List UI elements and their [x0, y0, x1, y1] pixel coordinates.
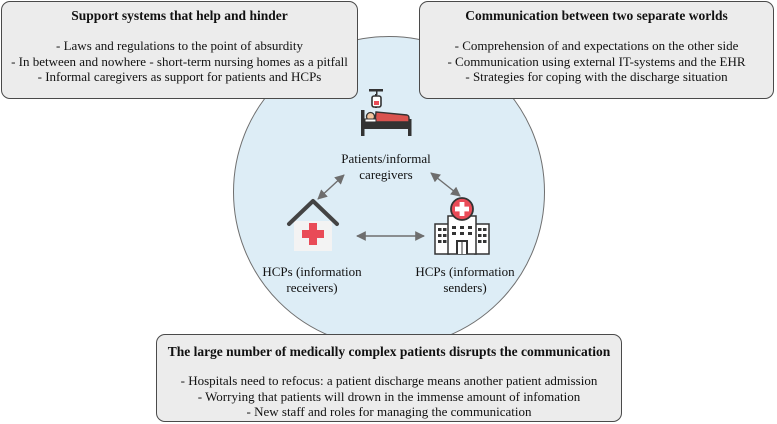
theme-item: - In between and nowhere - short-term nu… [11, 53, 348, 69]
hospital-bed-icon [361, 89, 412, 136]
theme-list-communication-worlds: - Comprehension of and expectations on t… [420, 38, 773, 85]
node-label-patients: Patients/informal caregivers [301, 151, 471, 183]
arrow-patients-receivers [317, 174, 345, 200]
theme-item: - Strategies for coping with the dischar… [465, 69, 728, 84]
theme-list-complex-patients: - Hospitals need to refocus: a patient d… [157, 373, 621, 420]
node-label-receivers: HCPs (information receivers) [234, 264, 390, 296]
node-label-senders: HCPs (information senders) [390, 264, 540, 296]
node-label-line: HCPs (information [262, 264, 362, 279]
theme-title-support-systems: Support systems that help and hinder [71, 8, 288, 23]
theme-item: - New staff and roles for managing the c… [246, 404, 532, 419]
theme-item: - Hospitals need to refocus: a patient d… [180, 373, 598, 388]
theme-item: - Comprehension of and expectations on t… [454, 38, 739, 53]
node-label-line: caregivers [359, 167, 413, 182]
node-label-line: receivers) [286, 280, 338, 295]
theme-box-complex-patients: The large number of medically complex pa… [156, 334, 622, 422]
house-medical-icon [287, 199, 339, 251]
theme-box-communication-worlds: Communication between two separate world… [419, 1, 774, 99]
hospital-building-icon [434, 197, 490, 255]
theme-item: - Informal caregivers as support for pat… [37, 69, 322, 84]
theme-item: - Communication using external IT-system… [447, 53, 746, 69]
theme-item: - Worrying that patients will drown in t… [197, 388, 581, 404]
theme-box-support-systems: Support systems that help and hinder - L… [1, 1, 358, 99]
arrow-patients-senders [430, 172, 461, 197]
node-label-line: senders) [443, 280, 487, 295]
theme-title-complex-patients: The large number of medically complex pa… [167, 344, 611, 359]
node-label-line: Patients/informal [341, 151, 431, 166]
theme-title-communication-worlds: Communication between two separate world… [465, 8, 728, 23]
theme-list-support-systems: - Laws and regulations to the point of a… [2, 38, 357, 85]
node-label-line: HCPs (information [415, 264, 515, 279]
theme-item: - Laws and regulations to the point of a… [56, 38, 303, 53]
